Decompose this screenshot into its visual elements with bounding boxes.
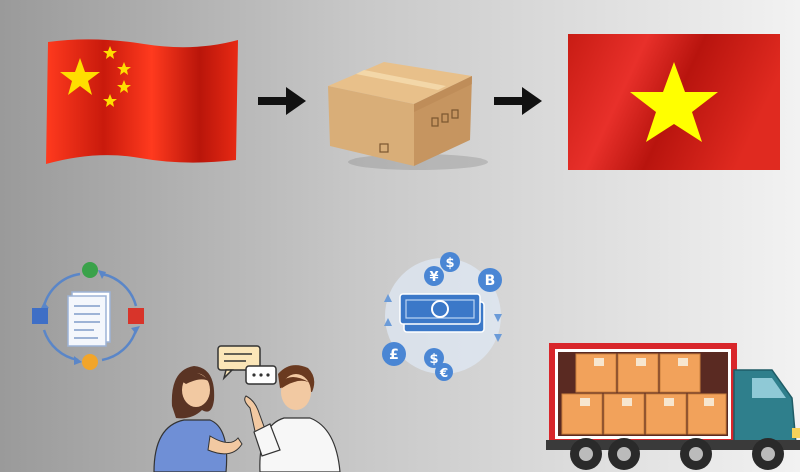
coin-yen: ¥ (424, 266, 444, 286)
yen-symbol: ¥ (429, 270, 438, 285)
coin-bitcoin: B (478, 268, 502, 292)
china-flag (44, 36, 240, 166)
arrow-right-icon (258, 87, 306, 115)
flow-arrow-2 (494, 86, 544, 116)
coin-dollar-bottom: $ (424, 348, 444, 368)
delivery-truck-icon (546, 343, 800, 470)
bitcoin-symbol: B (485, 273, 496, 289)
package-box-icon (328, 62, 488, 170)
vietnam-flag (568, 34, 780, 170)
coin-euro: € (435, 363, 453, 381)
arrow-right-icon (494, 87, 542, 115)
currency-exchange: $ ¥ B £ $ € (376, 246, 510, 382)
delivery-truck (546, 340, 800, 472)
people-conversation-icon (153, 345, 341, 472)
euro-symbol: € (439, 366, 448, 380)
china-flag-icon (46, 39, 238, 164)
dollar-symbol: $ (445, 256, 454, 271)
cardboard-box (322, 36, 492, 172)
vietnam-flag-icon (568, 34, 780, 170)
dollar-symbol-2: $ (429, 352, 438, 367)
coin-dollar-top: $ (440, 252, 460, 272)
coin-pound: £ (382, 342, 406, 366)
document-cycle (30, 258, 150, 376)
people-conversation (150, 340, 350, 472)
flow-arrow-1 (258, 86, 308, 116)
currency-exchange-icon: $ ¥ B £ $ € (382, 252, 502, 381)
pound-symbol: £ (389, 347, 399, 363)
document-cycle-icon (32, 262, 144, 370)
